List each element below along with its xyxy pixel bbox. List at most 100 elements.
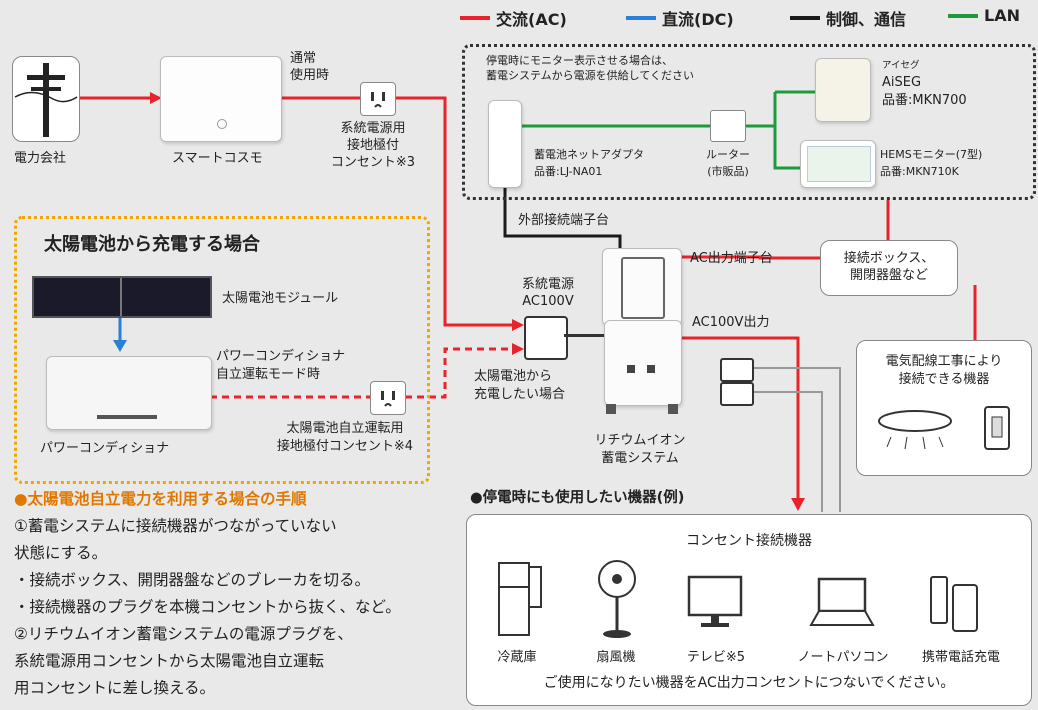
indicator-icon (217, 119, 227, 129)
legend-ac: 交流(AC) (460, 6, 567, 30)
procedure-line: 状態にする。 (14, 544, 108, 562)
legend-lan: LAN (948, 6, 1020, 25)
pcs-mode-label-2: 自立運転モード時 (216, 367, 321, 382)
grid-outlet-label-2: 接地極付 (346, 138, 399, 153)
arrow-icon (512, 319, 524, 331)
wheel-icon (606, 404, 616, 414)
plug-icon (524, 316, 568, 360)
procedure-section: ●太陽電池自立電力を利用する場合の手順 ①蓄電システムに接続機器がつながっていな… (14, 486, 444, 702)
legend-swatch-lan (948, 13, 978, 18)
battery-top-unit (602, 248, 682, 326)
legend-dc: 直流(DC) (626, 6, 734, 30)
device-label-laptop: ノートパソコン (797, 650, 889, 665)
procedure-line: ・接続ボックス、開閉器盤などのブレーカを切る。 (14, 571, 371, 589)
procedure-line: ・接続機器のプラグを本機コンセントから抜く、など。 (14, 598, 401, 616)
tv-icon (687, 575, 743, 627)
plug-icon (720, 358, 754, 382)
cord-line (750, 367, 841, 512)
normal-use-label-1: 通常 (290, 51, 317, 66)
grid-source-label-1: 系統電源 (521, 277, 574, 292)
procedure-line: 用コンセントに差し換える。 (14, 679, 216, 697)
smart-cosmo-label: スマートコスモ (172, 151, 263, 166)
wheel-icon (668, 404, 678, 414)
legend-label-control: 制御、通信 (826, 10, 907, 29)
solar-outlet-icon (370, 381, 406, 415)
arrow-down-icon (113, 340, 127, 352)
outage-devices-box: コンセント接続機器 冷蔵庫 扇風機 テレビ※5 ノートパソコン (466, 514, 1032, 706)
battery-label-1: リチウムイオン (594, 433, 686, 448)
adapter-model: 品番:LJ-NA01 (534, 165, 603, 178)
fan-icon (598, 560, 636, 638)
outlet-icon (360, 82, 396, 116)
legend-swatch-dc (626, 16, 656, 20)
junction-box: 接続ボックス、 開閉器盤など (820, 240, 958, 296)
ac-line-100v (680, 336, 800, 500)
monitor-note-2: 蓄電システムから電源を供給してください (486, 69, 695, 82)
solar-section (14, 216, 430, 484)
procedure-line: 系統電源用コンセントから太陽電池自立運転 (14, 652, 325, 670)
external-terminal-label: 外部接続端子台 (518, 213, 610, 228)
arrow-down-icon (791, 498, 805, 511)
pcs-mode-label-1: パワーコンディショナ (216, 349, 346, 364)
ac-line-output-terminal (680, 255, 820, 260)
power-company-label: 電力会社 (14, 151, 67, 166)
plug-icon (720, 382, 754, 406)
ceiling-light-icon (878, 410, 952, 450)
solar-panel-icon (32, 276, 212, 318)
hems-monitor-device (800, 140, 876, 188)
lan-line-3 (773, 92, 800, 170)
outage-devices-subtitle: コンセント接続機器 (686, 533, 812, 549)
wiring-devices-title-2: 接続できる機器 (898, 372, 990, 387)
aiseg-name: AiSEG (882, 75, 922, 90)
solar-module-label: 太陽電池モジュール (222, 291, 339, 306)
legend-label-dc: 直流(DC) (662, 10, 734, 29)
smart-cosmo-device (160, 56, 282, 142)
procedure-line: ①蓄電システムに接続機器がつながっていない (14, 517, 337, 535)
solar-outlet-label-2: 接地極付コンセント※4 (276, 439, 414, 454)
legend-control: 制御、通信 (790, 6, 906, 30)
solar-outlet-label-1: 太陽電池自立運転用 (286, 421, 404, 436)
panel-divider (120, 278, 122, 316)
charge-from-solar-1: 太陽電池から (474, 369, 553, 384)
legend-label-ac: 交流(AC) (496, 10, 567, 29)
battery-net-adapter (488, 100, 522, 188)
refrigerator-icon (498, 562, 542, 636)
procedure-title: ●太陽電池自立電力を利用する場合の手順 (14, 490, 307, 508)
arrow-icon (512, 343, 524, 355)
solar-title: 太陽電池から充電する場合 (44, 234, 260, 255)
normal-use-label-2: 使用時 (290, 68, 330, 83)
aiseg-kana: アイセグ (882, 60, 920, 71)
wiring-devices-box: 電気配線工事により 接続できる機器 (856, 340, 1032, 476)
grid-outlet-label-1: 系統電源用 (340, 121, 406, 136)
legend-swatch-control (790, 16, 820, 20)
ac-dashed-solar-2 (405, 347, 520, 399)
wiring-devices-title-1: 電気配線工事により (885, 354, 1003, 369)
legend-label-lan: LAN (984, 6, 1020, 25)
device-label-fridge: 冷蔵庫 (497, 650, 537, 665)
port-icon (647, 365, 655, 373)
junction-box-label-2: 開閉器盤など (849, 268, 928, 283)
monitor-note-1: 停電時にモニター表示させる場合は、 (486, 54, 673, 67)
device-label-fan: 扇風機 (596, 650, 636, 665)
cord-line (750, 391, 823, 512)
display-panel (621, 257, 665, 319)
wall-switch-icon (984, 406, 1010, 450)
pcs-label: パワーコンディショナ (40, 441, 170, 456)
router-note: (市販品) (707, 165, 749, 178)
hems-name: HEMSモニター(7型) (880, 148, 983, 161)
plug-cord (564, 334, 604, 337)
ac-output-terminal-label: AC出力端子台 (690, 251, 773, 266)
charge-from-solar-2: 充電したい場合 (474, 387, 566, 402)
aiseg-device (815, 58, 871, 122)
outage-devices-title: ●停電時にも使用したい機器(例) (470, 490, 685, 506)
battery-label-2: 蓄電システム (601, 451, 679, 466)
arrow-icon (150, 92, 162, 104)
ac-line-outlet-plug (395, 96, 520, 327)
grid-outlet-label-3: コンセント※3 (330, 155, 416, 170)
aiseg-model: 品番:MKN700 (882, 93, 967, 108)
monitor-region (462, 44, 1036, 200)
ac100v-output-label: AC100V出力 (692, 315, 770, 330)
junction-box-label-1: 接続ボックス、 (843, 251, 935, 266)
